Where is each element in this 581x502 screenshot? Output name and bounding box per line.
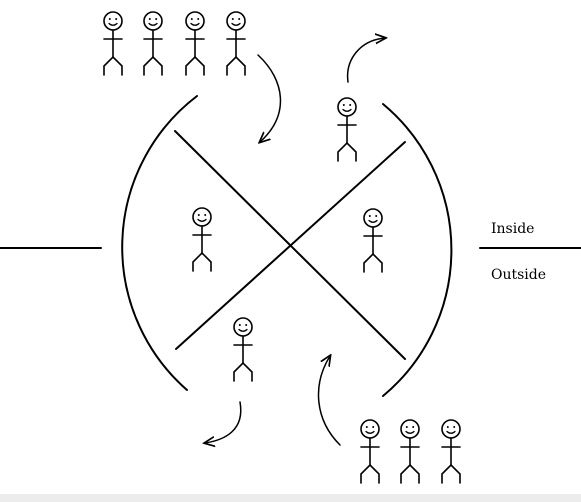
arrow-enter-bottom xyxy=(317,356,341,446)
bottom-strip xyxy=(0,494,581,502)
person-icon xyxy=(441,419,461,484)
person-icon xyxy=(360,419,380,484)
arrow-exit-bottom xyxy=(205,401,242,443)
group-waiting-bottom xyxy=(360,419,461,484)
person-icon xyxy=(185,11,205,76)
label-outside: Outside xyxy=(491,267,547,283)
person-icon xyxy=(400,419,420,484)
enclosure-right-arc xyxy=(382,103,453,397)
person-icon xyxy=(233,317,253,382)
enclosure-left-arc xyxy=(121,95,198,391)
person-icon xyxy=(103,11,123,76)
arrow-enter-top xyxy=(257,54,282,142)
door-leaf-b xyxy=(175,141,406,350)
label-inside: Inside xyxy=(491,221,535,237)
person-icon xyxy=(226,11,246,76)
person-icon xyxy=(192,207,212,272)
arrow-exit-top xyxy=(346,38,385,83)
group-waiting-top xyxy=(103,11,246,76)
person-icon xyxy=(337,97,357,162)
person-icon xyxy=(143,11,163,76)
person-icon xyxy=(363,208,383,273)
